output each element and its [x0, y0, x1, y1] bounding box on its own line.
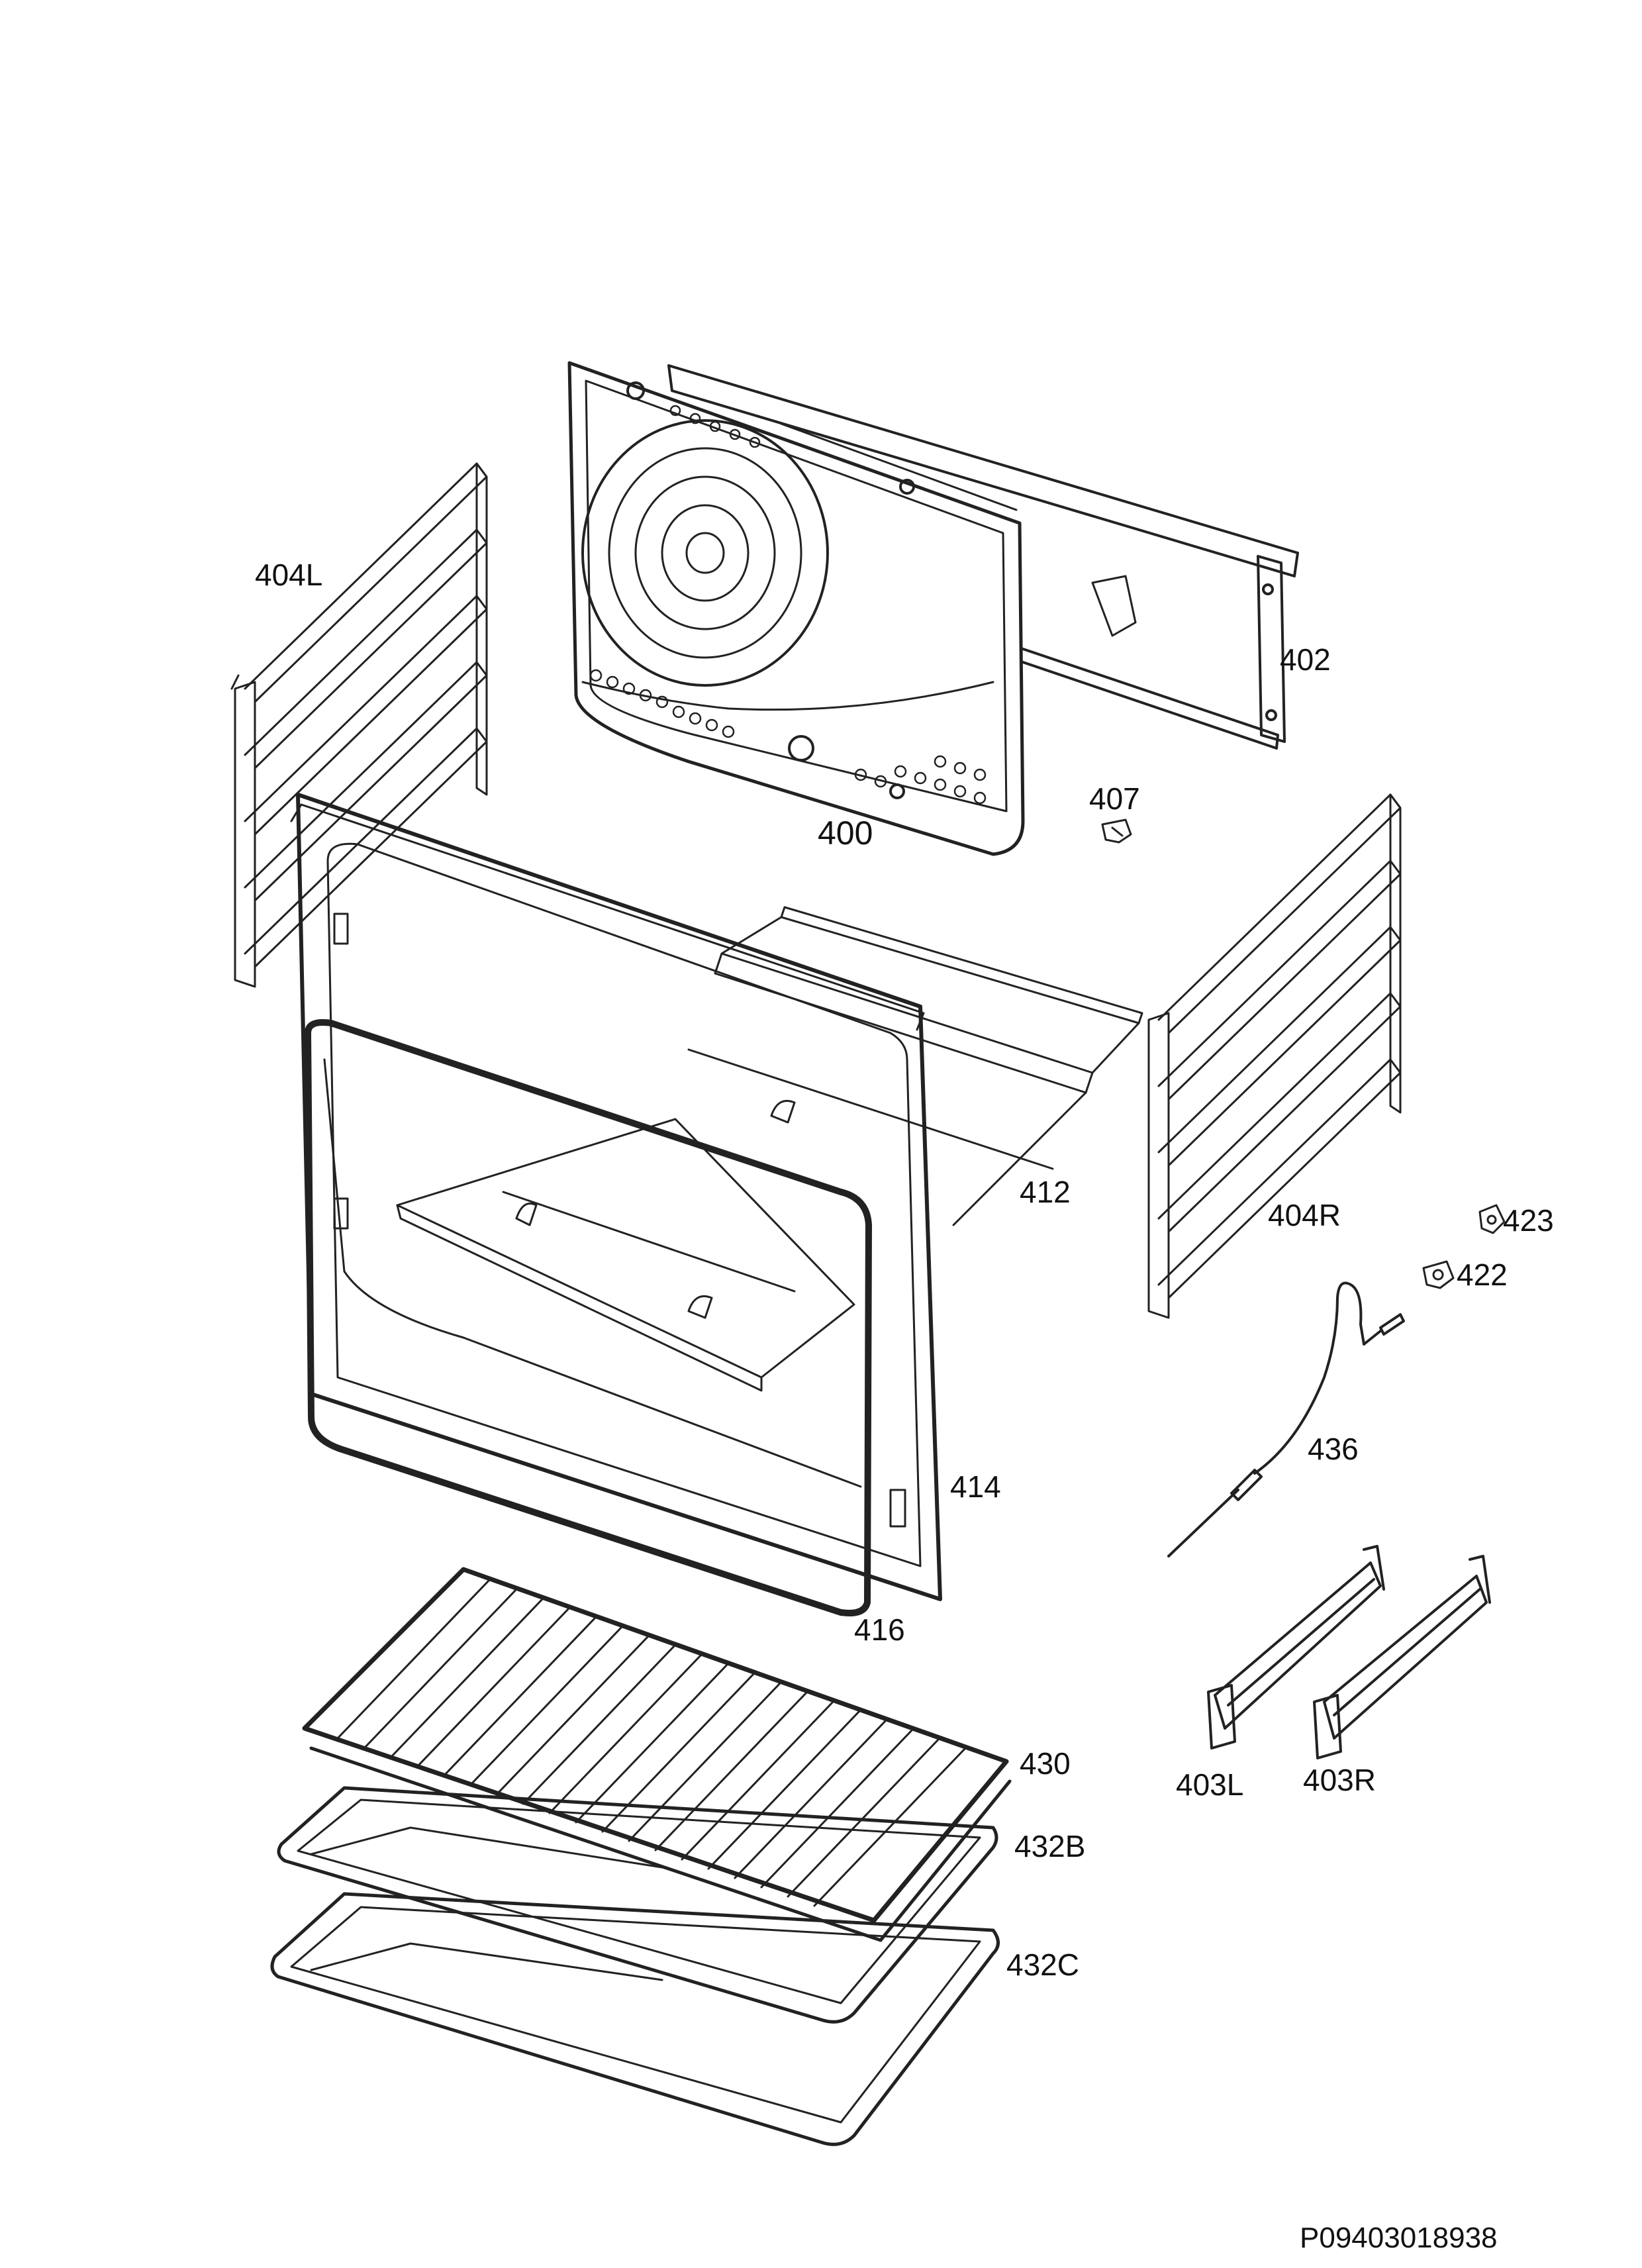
- label-404R: 404R: [1268, 1198, 1341, 1232]
- part-416-door-gasket: [305, 1019, 872, 1616]
- part-430-wire-shelf: [302, 1567, 1012, 1942]
- label-423: 423: [1503, 1203, 1554, 1238]
- label-407: 407: [1089, 781, 1140, 816]
- label-414: 414: [950, 1469, 1001, 1504]
- label-402: 402: [1280, 642, 1331, 677]
- fan-grille: [581, 419, 829, 687]
- part-402-rear-bracket: [667, 364, 1299, 750]
- label-404L: 404L: [255, 558, 323, 592]
- part-412-floor-panel: [687, 906, 1143, 1226]
- part-436-meat-probe: [1167, 1281, 1405, 1557]
- label-400: 400: [818, 814, 873, 852]
- part-407-clip: [1101, 818, 1132, 844]
- part-423-fitting: [1478, 1204, 1506, 1234]
- part-432C-deep-pan: [270, 1892, 1000, 2146]
- part-400-back-panel: [567, 361, 1025, 856]
- document-id: P09403018938: [1300, 2222, 1498, 2254]
- part-403R-runner: [1313, 1555, 1491, 1759]
- inner-tray: [396, 1100, 855, 1392]
- part-403L-runner: [1207, 1545, 1385, 1750]
- label-403L: 403L: [1176, 1767, 1244, 1802]
- part-422-fitting: [1422, 1260, 1455, 1289]
- label-412: 412: [1020, 1175, 1071, 1209]
- label-432B: 432B: [1014, 1829, 1086, 1863]
- label-422: 422: [1457, 1257, 1508, 1292]
- part-404R-right-rails: [1147, 793, 1402, 1319]
- part-414-door-frame: [290, 793, 942, 1601]
- part-432B-baking-tray: [277, 1786, 998, 2024]
- label-430: 430: [1020, 1746, 1071, 1781]
- vent-holes: [589, 405, 987, 805]
- part-404L-left-rails: [230, 462, 488, 988]
- label-436: 436: [1308, 1432, 1359, 1466]
- label-416: 416: [854, 1612, 905, 1647]
- label-403R: 403R: [1303, 1763, 1376, 1797]
- label-432C: 432C: [1006, 1948, 1079, 1982]
